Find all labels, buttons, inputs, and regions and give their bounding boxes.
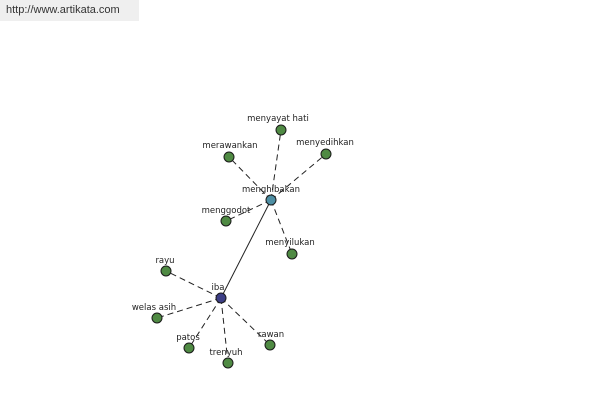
node-label-iba: iba <box>212 283 225 293</box>
edge-iba-welas_asih <box>156 297 222 319</box>
node-trenyuh[interactable] <box>222 357 234 369</box>
node-merawankan[interactable] <box>223 151 235 163</box>
node-menyedihkan[interactable] <box>320 148 332 160</box>
node-patos[interactable] <box>183 342 195 354</box>
node-label-rawan: rawan <box>258 330 284 340</box>
edge-menghibakan-merawankan <box>228 156 272 201</box>
node-label-menyedihkan: menyedihkan <box>296 138 354 148</box>
node-label-welas-asih: welas asih <box>132 303 176 313</box>
node-label-menyilukan: menyilukan <box>265 238 314 248</box>
node-rayu[interactable] <box>160 265 172 277</box>
node-welas-asih[interactable] <box>151 312 163 324</box>
edges-layer <box>156 129 327 364</box>
node-iba[interactable] <box>215 292 227 304</box>
labels-layer: iba menghibakan menyayat hati merawankan men… <box>132 114 354 358</box>
node-label-rayu: rayu <box>155 256 174 266</box>
edge-menghibakan-menggodot <box>225 199 272 222</box>
edge-iba-trenyuh <box>220 297 229 364</box>
node-rawan[interactable] <box>264 339 276 351</box>
node-label-menggodot: menggodot <box>202 206 251 216</box>
edge-iba-menghibakan <box>220 199 272 299</box>
edge-iba-rayu <box>165 270 222 299</box>
node-label-menghibakan: menghibakan <box>242 185 300 195</box>
node-menyilukan[interactable] <box>286 248 298 260</box>
node-label-menyayat-hati: menyayat hati <box>247 114 309 124</box>
source-url-banner[interactable]: http://www.artikata.com <box>0 0 139 21</box>
node-label-merawankan: merawankan <box>202 141 257 151</box>
edge-iba-rawan <box>220 297 271 346</box>
nodes-layer <box>151 124 332 369</box>
node-menggodot[interactable] <box>220 215 232 227</box>
node-menyayat-hati[interactable] <box>275 124 287 136</box>
node-menghibakan[interactable] <box>265 194 277 206</box>
node-label-patos: patos <box>176 333 200 343</box>
node-label-trenyuh: trenyuh <box>209 348 242 358</box>
edge-menghibakan-menyedihkan <box>270 153 327 201</box>
edge-menghibakan-menyayat_hati <box>270 129 282 201</box>
